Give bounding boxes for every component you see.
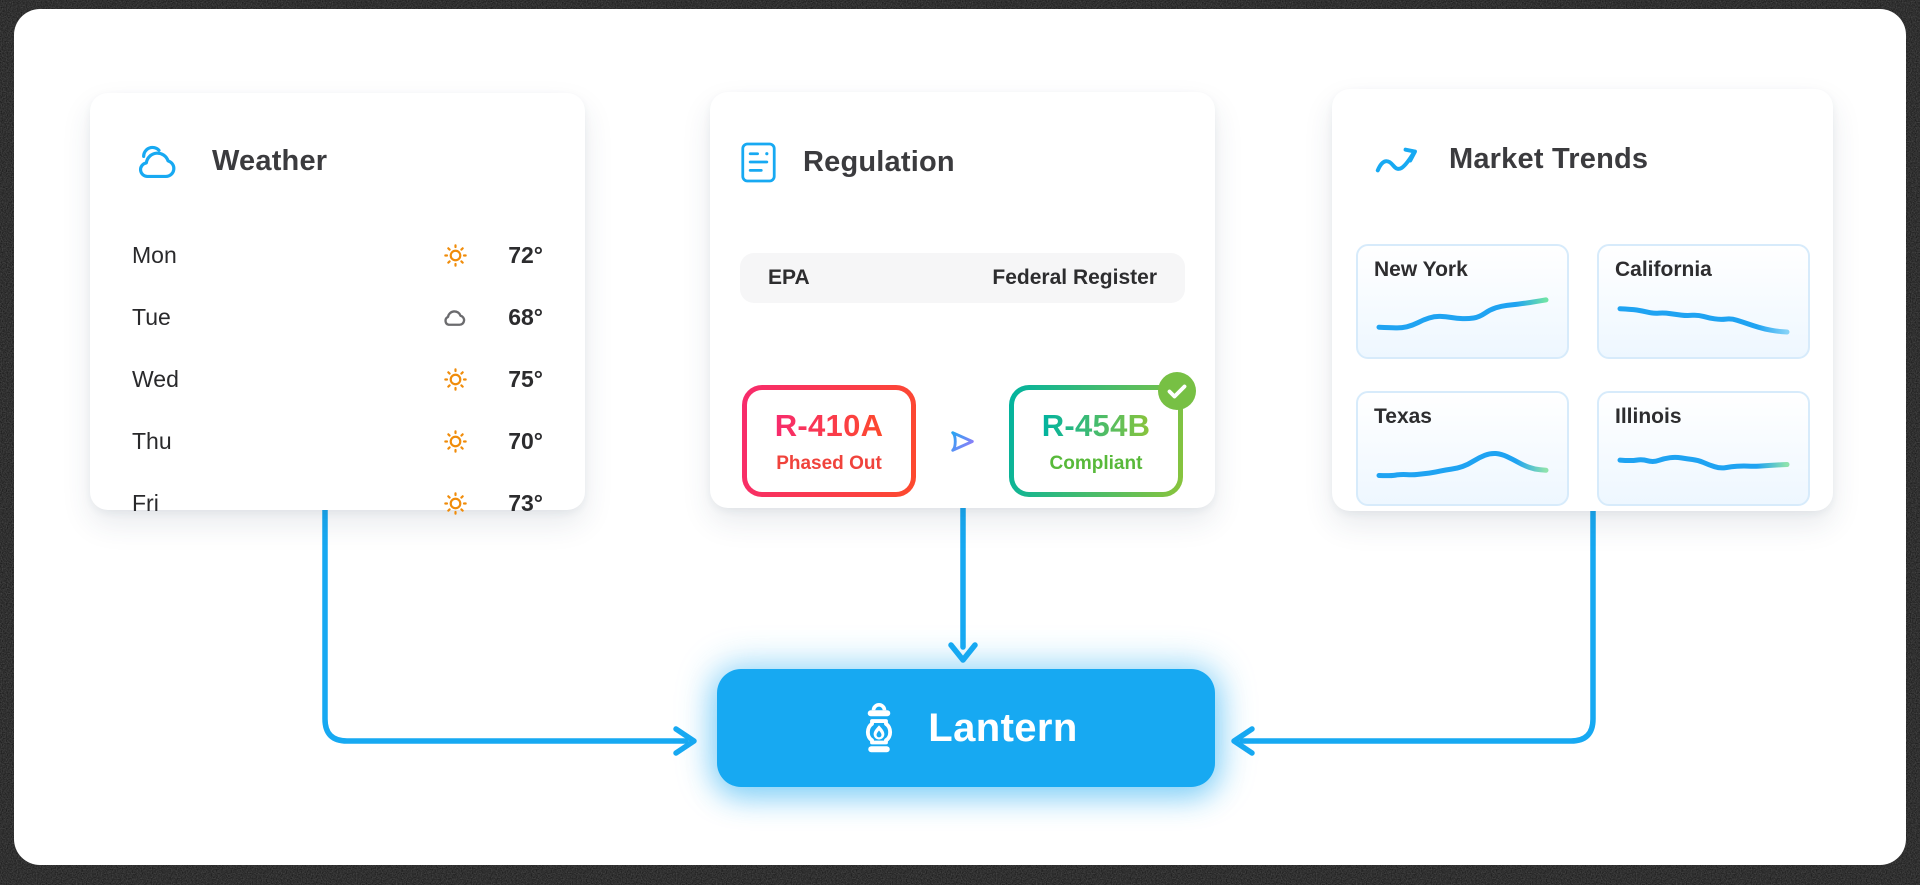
sun-icon bbox=[442, 490, 469, 517]
weather-day-label: Thu bbox=[132, 427, 172, 454]
cloud-icon bbox=[440, 303, 469, 332]
trending-up-icon bbox=[1374, 141, 1423, 179]
weather-row: Wed 75° bbox=[132, 348, 543, 410]
regulation-card: Regulation EPA Federal Register R-410A P… bbox=[710, 92, 1215, 508]
region-name: California bbox=[1615, 258, 1712, 282]
regulation-title: Regulation bbox=[803, 146, 955, 179]
sparkline-chart bbox=[1617, 455, 1790, 471]
sun-icon bbox=[442, 242, 469, 269]
market-card-header: Market Trends bbox=[1356, 119, 1809, 200]
weather-card: Weather Mon 72° Tue 68° Wed 75° Thu 70° Fri 73° bbox=[90, 93, 585, 516]
arrow-weather-to-lantern bbox=[322, 507, 689, 744]
arrow-market-to-lantern bbox=[1239, 508, 1596, 744]
sparkline-chart bbox=[1376, 451, 1549, 479]
agency-label: EPA bbox=[768, 266, 810, 290]
region-name: Illinois bbox=[1615, 405, 1682, 429]
weather-day-label: Fri bbox=[132, 489, 159, 516]
refrigerant-transition: R-410A Phased Out bbox=[740, 372, 1196, 497]
compliant-code: R-454B bbox=[1041, 407, 1151, 443]
arrow-regulation-head bbox=[948, 642, 978, 663]
compliant-status: Compliant bbox=[1049, 452, 1143, 474]
phased-out-code: R-410A bbox=[774, 407, 884, 443]
weather-row: Fri 73° bbox=[132, 472, 543, 534]
region-name: Texas bbox=[1374, 405, 1432, 429]
market-region-tile: Texas bbox=[1356, 391, 1569, 507]
weather-card-header: Weather bbox=[132, 121, 543, 202]
weather-temp: 68° bbox=[508, 303, 543, 330]
market-region-tile: California bbox=[1597, 244, 1810, 360]
sun-icon bbox=[442, 428, 469, 455]
check-icon bbox=[1158, 372, 1196, 411]
market-region-tile: Illinois bbox=[1597, 391, 1810, 507]
document-icon bbox=[740, 141, 777, 184]
arrow-weather-head bbox=[673, 726, 697, 756]
weather-row: Tue 68° bbox=[132, 286, 543, 348]
phased-out-status: Phased Out bbox=[776, 452, 882, 474]
weather-temp: 72° bbox=[508, 241, 543, 268]
weather-day-label: Wed bbox=[132, 365, 179, 392]
weather-title: Weather bbox=[212, 145, 328, 178]
compliant-chip: R-454B Compliant bbox=[1009, 372, 1196, 497]
arrow-market-head bbox=[1231, 726, 1255, 756]
weather-row: Mon 72° bbox=[132, 224, 543, 286]
lantern-button[interactable]: Lantern bbox=[717, 669, 1215, 787]
diagram-canvas: Weather Mon 72° Tue 68° Wed 75° Thu 70° Fri 73° R… bbox=[14, 9, 1906, 865]
register-label: Federal Register bbox=[992, 266, 1157, 290]
regulation-card-header: Regulation bbox=[740, 122, 1185, 203]
sparkline-chart bbox=[1376, 297, 1549, 331]
sun-icon bbox=[442, 366, 469, 393]
weather-forecast-list: Mon 72° Tue 68° Wed 75° Thu 70° Fri 73° bbox=[132, 224, 543, 534]
lantern-label: Lantern bbox=[928, 705, 1078, 750]
transition-arrow-icon bbox=[946, 427, 979, 456]
weather-temp: 75° bbox=[508, 365, 543, 392]
cloud-icon bbox=[132, 140, 186, 183]
lantern-icon bbox=[854, 699, 904, 757]
phased-out-chip: R-410A Phased Out bbox=[742, 385, 916, 497]
weather-day-label: Tue bbox=[132, 303, 171, 330]
regulation-sources-pill: EPA Federal Register bbox=[740, 253, 1185, 304]
market-title: Market Trends bbox=[1449, 143, 1649, 176]
sparkline-chart bbox=[1617, 306, 1790, 335]
market-region-tile: New York bbox=[1356, 244, 1569, 360]
weather-row: Thu 70° bbox=[132, 410, 543, 472]
weather-temp: 73° bbox=[508, 489, 543, 516]
region-name: New York bbox=[1374, 258, 1468, 282]
weather-temp: 70° bbox=[508, 427, 543, 454]
weather-day-label: Mon bbox=[132, 241, 177, 268]
